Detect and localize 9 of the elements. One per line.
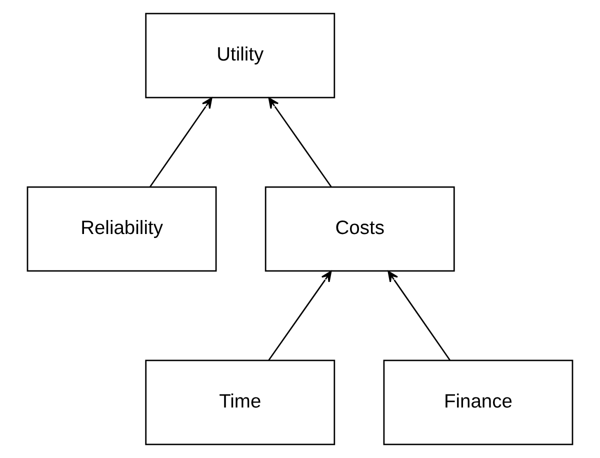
node-box: Utility xyxy=(145,12,336,98)
arrow xyxy=(388,270,450,361)
node-box: Costs xyxy=(264,186,455,272)
arrow xyxy=(150,97,212,188)
node-box: Reliability xyxy=(26,186,217,272)
node-box: Time xyxy=(145,360,336,446)
node-box: Finance xyxy=(383,360,574,446)
arrow xyxy=(268,270,332,361)
arrow xyxy=(268,97,332,188)
